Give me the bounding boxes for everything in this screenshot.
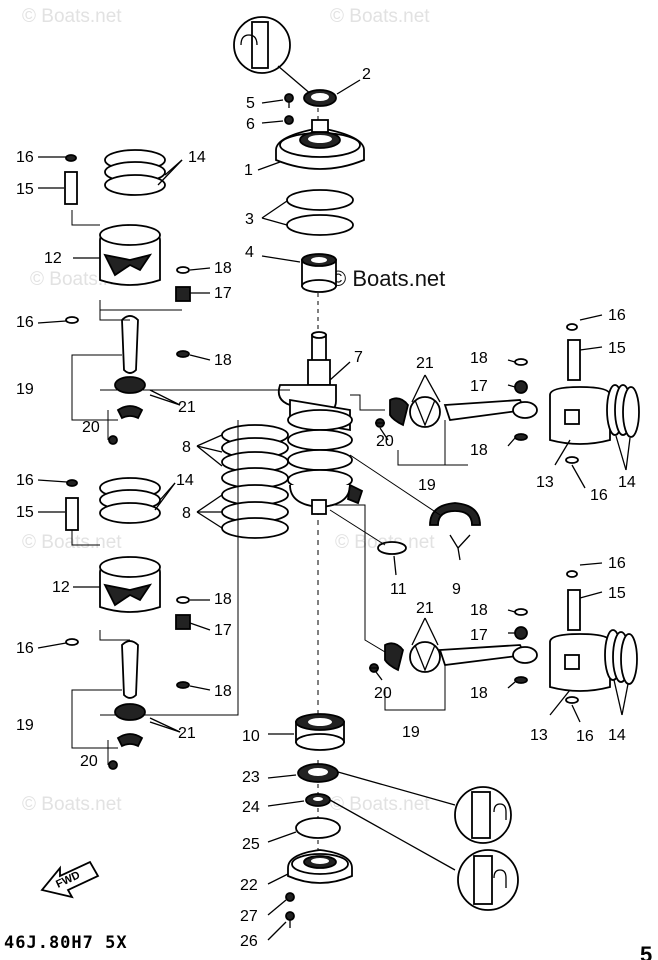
callout-19-a: 19 (16, 381, 34, 398)
callout-17-c: 17 (470, 378, 488, 395)
callout-20-d: 20 (374, 685, 392, 702)
watermark: © Boats.net (22, 794, 122, 815)
callout-1: 1 (244, 162, 253, 179)
part-10-lower-bearing (268, 713, 345, 751)
callout-16-a: 16 (16, 149, 34, 166)
callout-18-h: 18 (470, 685, 488, 702)
callout-14-a: 14 (188, 149, 206, 166)
callout-15-a: 15 (16, 181, 34, 198)
callout-18-e: 18 (470, 350, 488, 367)
callout-17-b: 17 (214, 622, 232, 639)
callout-24: 24 (242, 799, 260, 816)
callout-4: 4 (245, 244, 254, 261)
watermark: © Boats.net (22, 6, 122, 27)
part-8-crank-seals (196, 424, 289, 539)
drawing-code: 46J.80H7 5X (4, 933, 128, 953)
callout-19-c: 19 (418, 477, 436, 494)
part-26-bolt (267, 911, 295, 941)
callout-17-d: 17 (470, 627, 488, 644)
watermark: © Boats.net (330, 6, 430, 27)
callout-13-a: 13 (536, 474, 554, 491)
callout-15-d: 15 (608, 585, 626, 602)
callout-11: 11 (390, 581, 407, 598)
part-7-crankshaft (277, 331, 364, 515)
callout-19-b: 19 (16, 717, 34, 734)
callout-8b: 8 (182, 505, 191, 522)
fwd-arrow-icon: FWD (40, 860, 100, 899)
callout-10: 10 (242, 728, 260, 745)
left-lower-piston-assembly (37, 477, 211, 770)
lower-detail-circle-2 (457, 849, 519, 911)
callout-21-b: 21 (178, 725, 196, 742)
callout-18-g: 18 (470, 602, 488, 619)
part-11-ring (377, 541, 407, 576)
callout-16-c: 16 (16, 472, 34, 489)
callout-20-c: 20 (376, 433, 394, 450)
callout-12-a: 12 (44, 250, 62, 267)
callout-16-g: 16 (608, 555, 626, 572)
callout-15-b: 15 (16, 504, 34, 521)
left-upper-piston-assembly (37, 149, 211, 445)
callout-8: 8 (182, 439, 191, 456)
part-23-seal (267, 763, 456, 806)
part-24-seal (267, 793, 456, 871)
part-3-o-rings (261, 189, 354, 236)
watermark-main: © Boats.net (330, 266, 445, 291)
callout-14-d: 14 (608, 727, 626, 744)
callout-22: 22 (240, 877, 258, 894)
right-lower-piston-assembly (369, 562, 638, 723)
callout-18-a: 18 (214, 260, 232, 277)
page-mark: 5 (640, 942, 652, 960)
callout-27: 27 (240, 908, 258, 925)
callout-26: 26 (240, 933, 258, 950)
callout-13-b: 13 (530, 727, 548, 744)
watermark: © Boats.net (330, 794, 430, 815)
part-6-pin (261, 115, 294, 125)
callout-17-a: 17 (214, 285, 232, 302)
callout-15-c: 15 (608, 340, 626, 357)
callout-16-h: 16 (576, 728, 594, 745)
callout-12-b: 12 (52, 579, 70, 596)
callout-21-d: 21 (416, 600, 434, 617)
callout-14-b: 14 (176, 472, 194, 489)
callout-20-b: 20 (80, 753, 98, 770)
part-9-bearing-halves (429, 502, 481, 561)
callout-18-b: 18 (214, 352, 232, 369)
callout-labels: 2 5 6 1 3 4 7 8 8 11 9 10 23 24 25 22 27… (16, 66, 636, 950)
callout-16-f: 16 (590, 487, 608, 504)
part-2-oil-seal (303, 79, 361, 107)
part-25-o-ring (267, 817, 341, 843)
part-27-pin (267, 892, 295, 916)
callout-19-d: 19 (402, 724, 420, 741)
lower-detail-circle-1 (454, 786, 512, 844)
callout-16-e: 16 (608, 307, 626, 324)
callout-18-d: 18 (214, 683, 232, 700)
callout-6: 6 (246, 116, 255, 133)
callout-16-d: 16 (16, 640, 34, 657)
callout-18-f: 18 (470, 442, 488, 459)
callout-25: 25 (242, 836, 260, 853)
callout-23: 23 (242, 769, 260, 786)
callout-16-b: 16 (16, 314, 34, 331)
callout-20-a: 20 (82, 419, 100, 436)
part-4-bearing (261, 253, 337, 293)
callout-3: 3 (245, 211, 254, 228)
callout-5: 5 (246, 95, 255, 112)
callout-14-c: 14 (618, 474, 636, 491)
callout-21-a: 21 (178, 399, 196, 416)
callout-21-c: 21 (416, 355, 434, 372)
callout-2: 2 (362, 66, 371, 83)
part-1-bearing-housing (257, 119, 365, 171)
part-22-lower-housing (267, 849, 353, 885)
part-5-bolt (261, 93, 294, 108)
callout-18-c: 18 (214, 591, 232, 608)
top-detail-circle (233, 16, 313, 96)
right-upper-piston-assembly (375, 314, 640, 489)
callout-9: 9 (452, 581, 461, 598)
callout-7: 7 (354, 349, 363, 366)
